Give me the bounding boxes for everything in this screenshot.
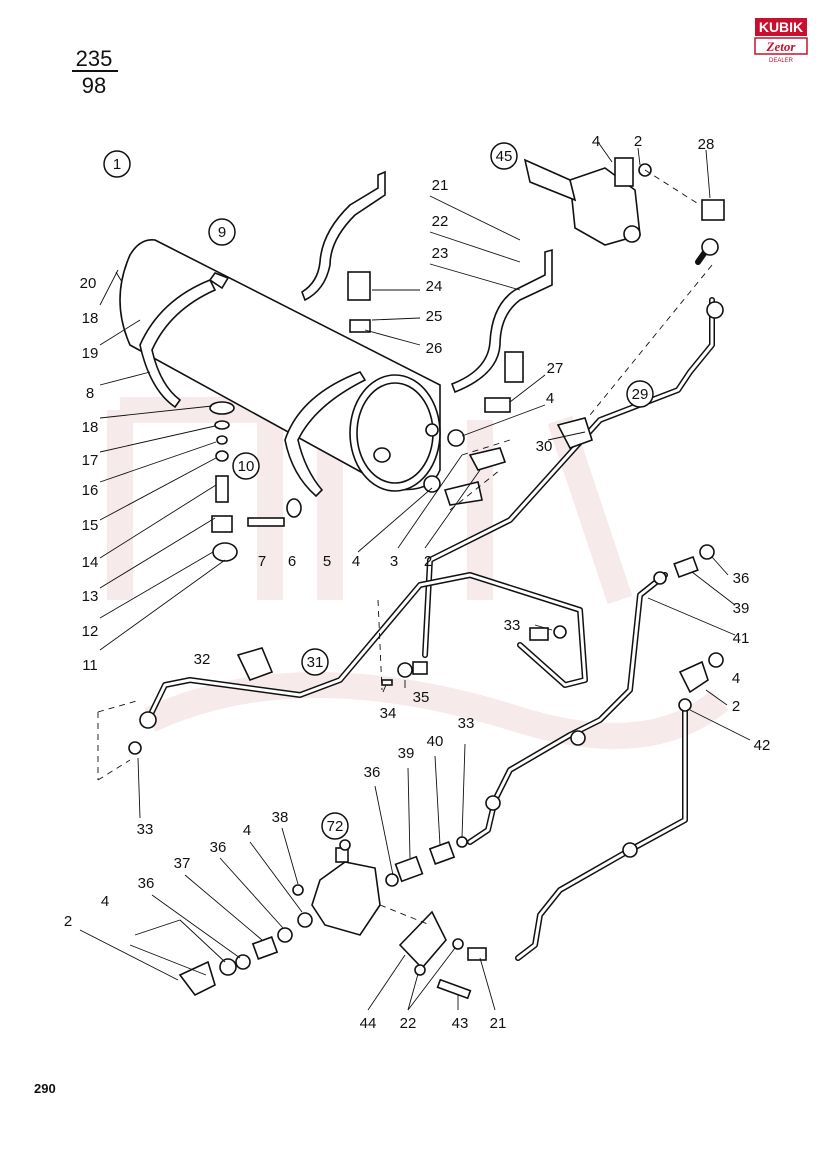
pipe-fittings <box>128 199 725 858</box>
svg-text:72: 72 <box>327 818 344 835</box>
label-33b: 33 <box>137 821 154 838</box>
label-39b: 39 <box>398 745 415 762</box>
label-7: 7 <box>258 553 266 570</box>
pipes <box>145 242 715 961</box>
label-4e: 4 <box>243 822 251 839</box>
label-43: 43 <box>452 1015 469 1032</box>
label-42: 42 <box>754 737 771 754</box>
label-15: 15 <box>82 517 99 534</box>
svg-text:29: 29 <box>632 386 649 403</box>
label-17: 17 <box>82 452 99 469</box>
logo-brand: KUBIK <box>759 19 803 35</box>
label-20: 20 <box>80 275 97 292</box>
label-26: 26 <box>426 340 443 357</box>
svg-text:45: 45 <box>496 148 513 165</box>
label-4d: 4 <box>732 670 740 687</box>
label-27: 27 <box>547 360 564 377</box>
bracket-23 <box>450 248 553 394</box>
callout-9: 9 <box>208 218 236 246</box>
label-24: 24 <box>426 278 443 295</box>
label-21b: 21 <box>490 1015 507 1032</box>
svg-text:1: 1 <box>113 156 121 173</box>
label-3: 3 <box>390 553 398 570</box>
svg-text:31: 31 <box>307 654 324 671</box>
label-36d: 36 <box>138 875 155 892</box>
label-22: 22 <box>432 213 449 230</box>
label-44: 44 <box>360 1015 377 1032</box>
callout-45: 45 <box>490 142 518 170</box>
label-4: 4 <box>352 553 360 570</box>
ref-top: 235 <box>76 46 113 71</box>
tank-fittings <box>209 319 511 562</box>
label-16: 16 <box>82 482 99 499</box>
regulator-72 <box>178 836 487 1000</box>
label-32: 32 <box>194 651 211 668</box>
svg-text:9: 9 <box>218 224 226 241</box>
label-18: 18 <box>82 310 99 327</box>
label-28: 28 <box>698 136 715 153</box>
label-18b: 18 <box>82 419 99 436</box>
label-13: 13 <box>82 588 99 605</box>
label-25: 25 <box>426 308 443 325</box>
circled-callouts: 1 9 45 10 29 31 72 <box>103 142 654 840</box>
part-numbers: 20 18 19 8 18 17 16 15 14 13 12 11 7 6 5… <box>64 133 771 1032</box>
label-4b: 4 <box>546 390 554 407</box>
label-2: 2 <box>424 553 432 570</box>
clamps <box>236 417 593 681</box>
label-30: 30 <box>536 438 553 455</box>
label-2d: 2 <box>64 913 72 930</box>
label-21: 21 <box>432 177 449 194</box>
label-19: 19 <box>82 345 99 362</box>
label-36c: 36 <box>210 839 227 856</box>
label-11: 11 <box>82 657 98 674</box>
label-35: 35 <box>413 689 430 706</box>
callout-31: 31 <box>301 648 329 676</box>
label-36: 36 <box>733 570 750 587</box>
logo-sub: Zetor <box>766 39 797 54</box>
label-2c: 2 <box>732 698 740 715</box>
ref-bottom: 98 <box>82 73 106 98</box>
bracket-24 <box>301 170 386 302</box>
kubik-zetor-logo: KUBIK Zetor DEALER <box>754 18 808 64</box>
callout-10: 10 <box>232 452 260 480</box>
svg-text:10: 10 <box>238 458 255 475</box>
logo-tag: DEALER <box>769 58 794 64</box>
label-36b: 36 <box>364 764 381 781</box>
label-8: 8 <box>86 385 94 402</box>
label-4c: 4 <box>592 133 600 150</box>
label-38: 38 <box>272 809 289 826</box>
label-39: 39 <box>733 600 750 617</box>
callout-29: 29 <box>626 380 654 408</box>
leader-lines <box>79 141 751 1011</box>
label-6: 6 <box>288 553 296 570</box>
label-40: 40 <box>427 733 444 750</box>
label-23: 23 <box>432 245 449 262</box>
callout-72: 72 <box>321 812 349 840</box>
label-33c: 33 <box>458 715 475 732</box>
page-number: 290 <box>34 1081 56 1096</box>
reference-number: 235 98 <box>72 46 118 98</box>
label-37: 37 <box>174 855 191 872</box>
label-34: 34 <box>380 705 397 722</box>
valve-45 <box>523 157 652 246</box>
label-33: 33 <box>504 617 521 634</box>
label-2b: 2 <box>634 133 642 150</box>
label-22b: 22 <box>400 1015 417 1032</box>
label-5: 5 <box>323 553 331 570</box>
label-41: 41 <box>733 630 750 647</box>
callout-1: 1 <box>103 150 131 178</box>
label-12: 12 <box>82 623 99 640</box>
label-4f: 4 <box>101 893 109 910</box>
label-14: 14 <box>82 554 99 571</box>
